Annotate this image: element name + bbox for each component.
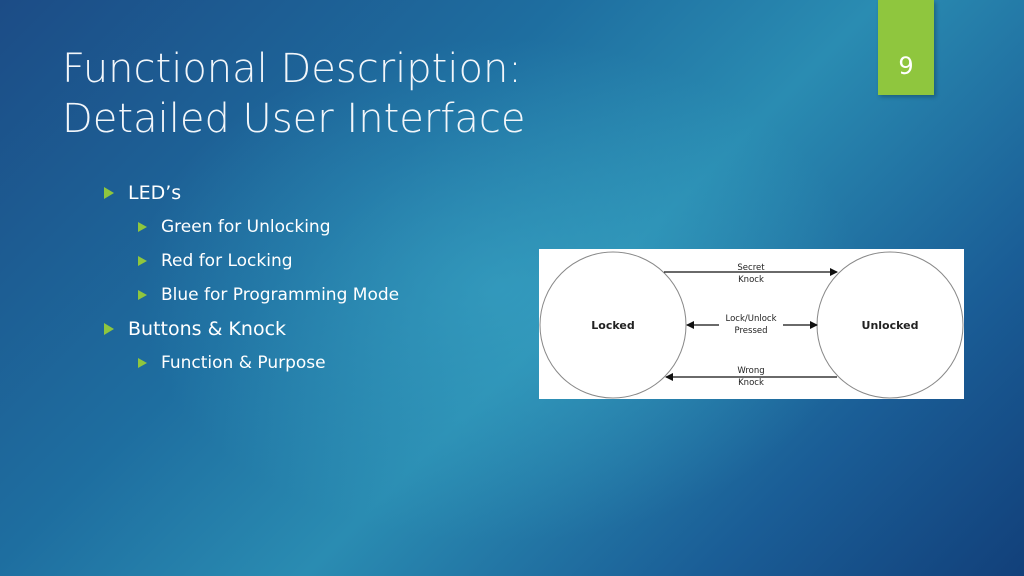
bullet-list: LED’s Green for Unlocking Red for Lockin… (104, 176, 504, 380)
bullet-text: Buttons & Knock (128, 318, 287, 340)
label-lock-unlock: Lock/Unlock (725, 314, 776, 324)
label-secret: Secret (737, 263, 765, 273)
bullet-text: LED’s (128, 182, 182, 204)
sub-bullet-blue: Blue for Programming Mode (104, 278, 504, 312)
slide-number: 9 (898, 52, 914, 80)
bullet-leds: LED’s (104, 176, 504, 210)
label-knock-1: Knock (738, 275, 764, 285)
triangle-bullet-icon (138, 256, 147, 266)
title-line-2: Detailed User Interface (62, 96, 526, 142)
triangle-bullet-icon (138, 290, 147, 300)
sub-bullet-function: Function & Purpose (104, 346, 504, 380)
triangle-bullet-icon (138, 358, 147, 368)
triangle-bullet-icon (104, 323, 114, 335)
title-line-1: Functional Description: (62, 46, 522, 92)
bullet-buttons-knock: Buttons & Knock (104, 312, 504, 346)
label-knock-2: Knock (738, 378, 764, 388)
triangle-bullet-icon (104, 187, 114, 199)
sub-bullet-text: Green for Unlocking (161, 217, 331, 237)
sub-bullet-red: Red for Locking (104, 244, 504, 278)
state-diagram-svg: Locked Unlocked Secret Knock Lock/Unlock… (539, 251, 964, 399)
state-unlocked-label: Unlocked (862, 319, 919, 332)
state-locked-label: Locked (591, 319, 634, 332)
label-pressed: Pressed (735, 326, 768, 336)
slide-number-tab: 9 (878, 0, 934, 95)
state-diagram: Locked Unlocked Secret Knock Lock/Unlock… (539, 249, 964, 399)
sub-bullet-text: Blue for Programming Mode (161, 285, 400, 305)
label-wrong: Wrong (737, 366, 764, 376)
slide-title: Functional Description: Detailed User In… (62, 44, 842, 144)
sub-bullet-text: Red for Locking (161, 251, 293, 271)
triangle-bullet-icon (138, 222, 147, 232)
sub-bullet-text: Function & Purpose (161, 353, 326, 373)
sub-bullet-green: Green for Unlocking (104, 210, 504, 244)
